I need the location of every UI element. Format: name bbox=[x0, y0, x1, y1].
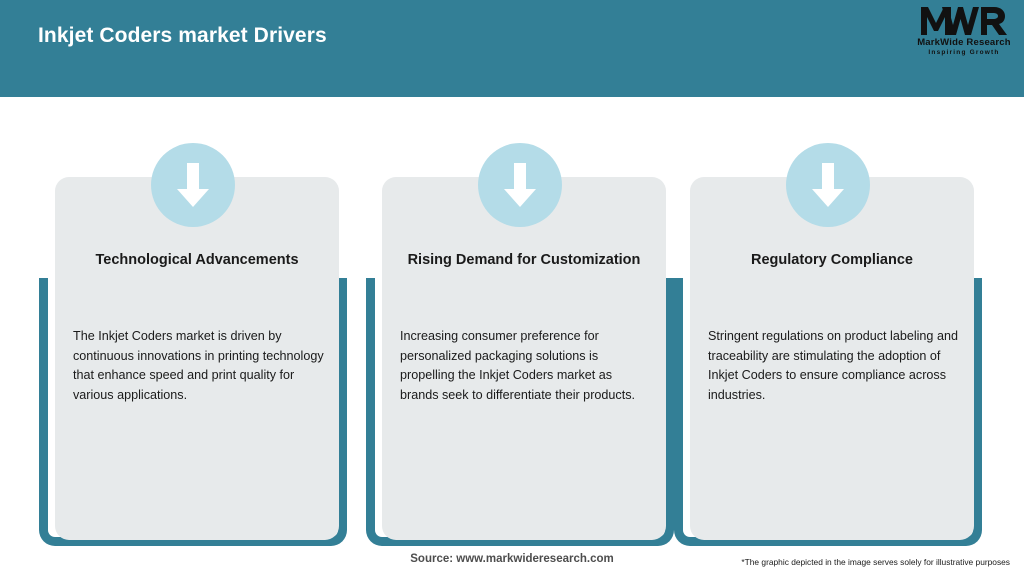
logo-company-name: MarkWide Research bbox=[917, 37, 1011, 48]
card-description: Stringent regulations on product labelin… bbox=[708, 329, 958, 402]
card-title: Regulatory Compliance bbox=[751, 252, 913, 268]
card-accent-frame bbox=[366, 278, 674, 546]
card-description: Increasing consumer preference for perso… bbox=[400, 329, 635, 402]
down-arrow-icon bbox=[786, 143, 870, 227]
drivers-card-group: Technological Advancements The Inkjet Co… bbox=[0, 97, 1024, 576]
brand-logo: MarkWide Research Inspiring Growth bbox=[912, 6, 1016, 58]
card-surface: Rising Demand for Customization Increasi… bbox=[382, 177, 666, 540]
card-accent-frame bbox=[39, 278, 347, 546]
card-accent-frame bbox=[674, 278, 982, 546]
driver-card-2[interactable]: Rising Demand for Customization Increasi… bbox=[366, 143, 674, 546]
card-title: Rising Demand for Customization bbox=[407, 252, 641, 268]
header-bar: Inkjet Coders market Drivers MarkWide Re… bbox=[0, 0, 1024, 97]
mwr-monogram-icon bbox=[921, 6, 1007, 36]
down-arrow-icon bbox=[478, 143, 562, 227]
driver-card-3[interactable]: Regulatory Compliance Stringent regulati… bbox=[674, 143, 982, 546]
page-title: Inkjet Coders market Drivers bbox=[38, 24, 327, 47]
down-arrow-icon bbox=[151, 143, 235, 227]
card-surface: Technological Advancements The Inkjet Co… bbox=[55, 177, 339, 540]
driver-card-1[interactable]: Technological Advancements The Inkjet Co… bbox=[39, 143, 347, 546]
card-surface: Regulatory Compliance Stringent regulati… bbox=[690, 177, 974, 540]
source-label: Source: www.markwideresearch.com bbox=[410, 553, 614, 565]
card-description: The Inkjet Coders market is driven by co… bbox=[73, 329, 324, 402]
card-title: Technological Advancements bbox=[95, 252, 299, 268]
disclaimer-note: *The graphic depicted in the image serve… bbox=[741, 557, 1010, 567]
logo-tagline: Inspiring Growth bbox=[928, 49, 1000, 56]
